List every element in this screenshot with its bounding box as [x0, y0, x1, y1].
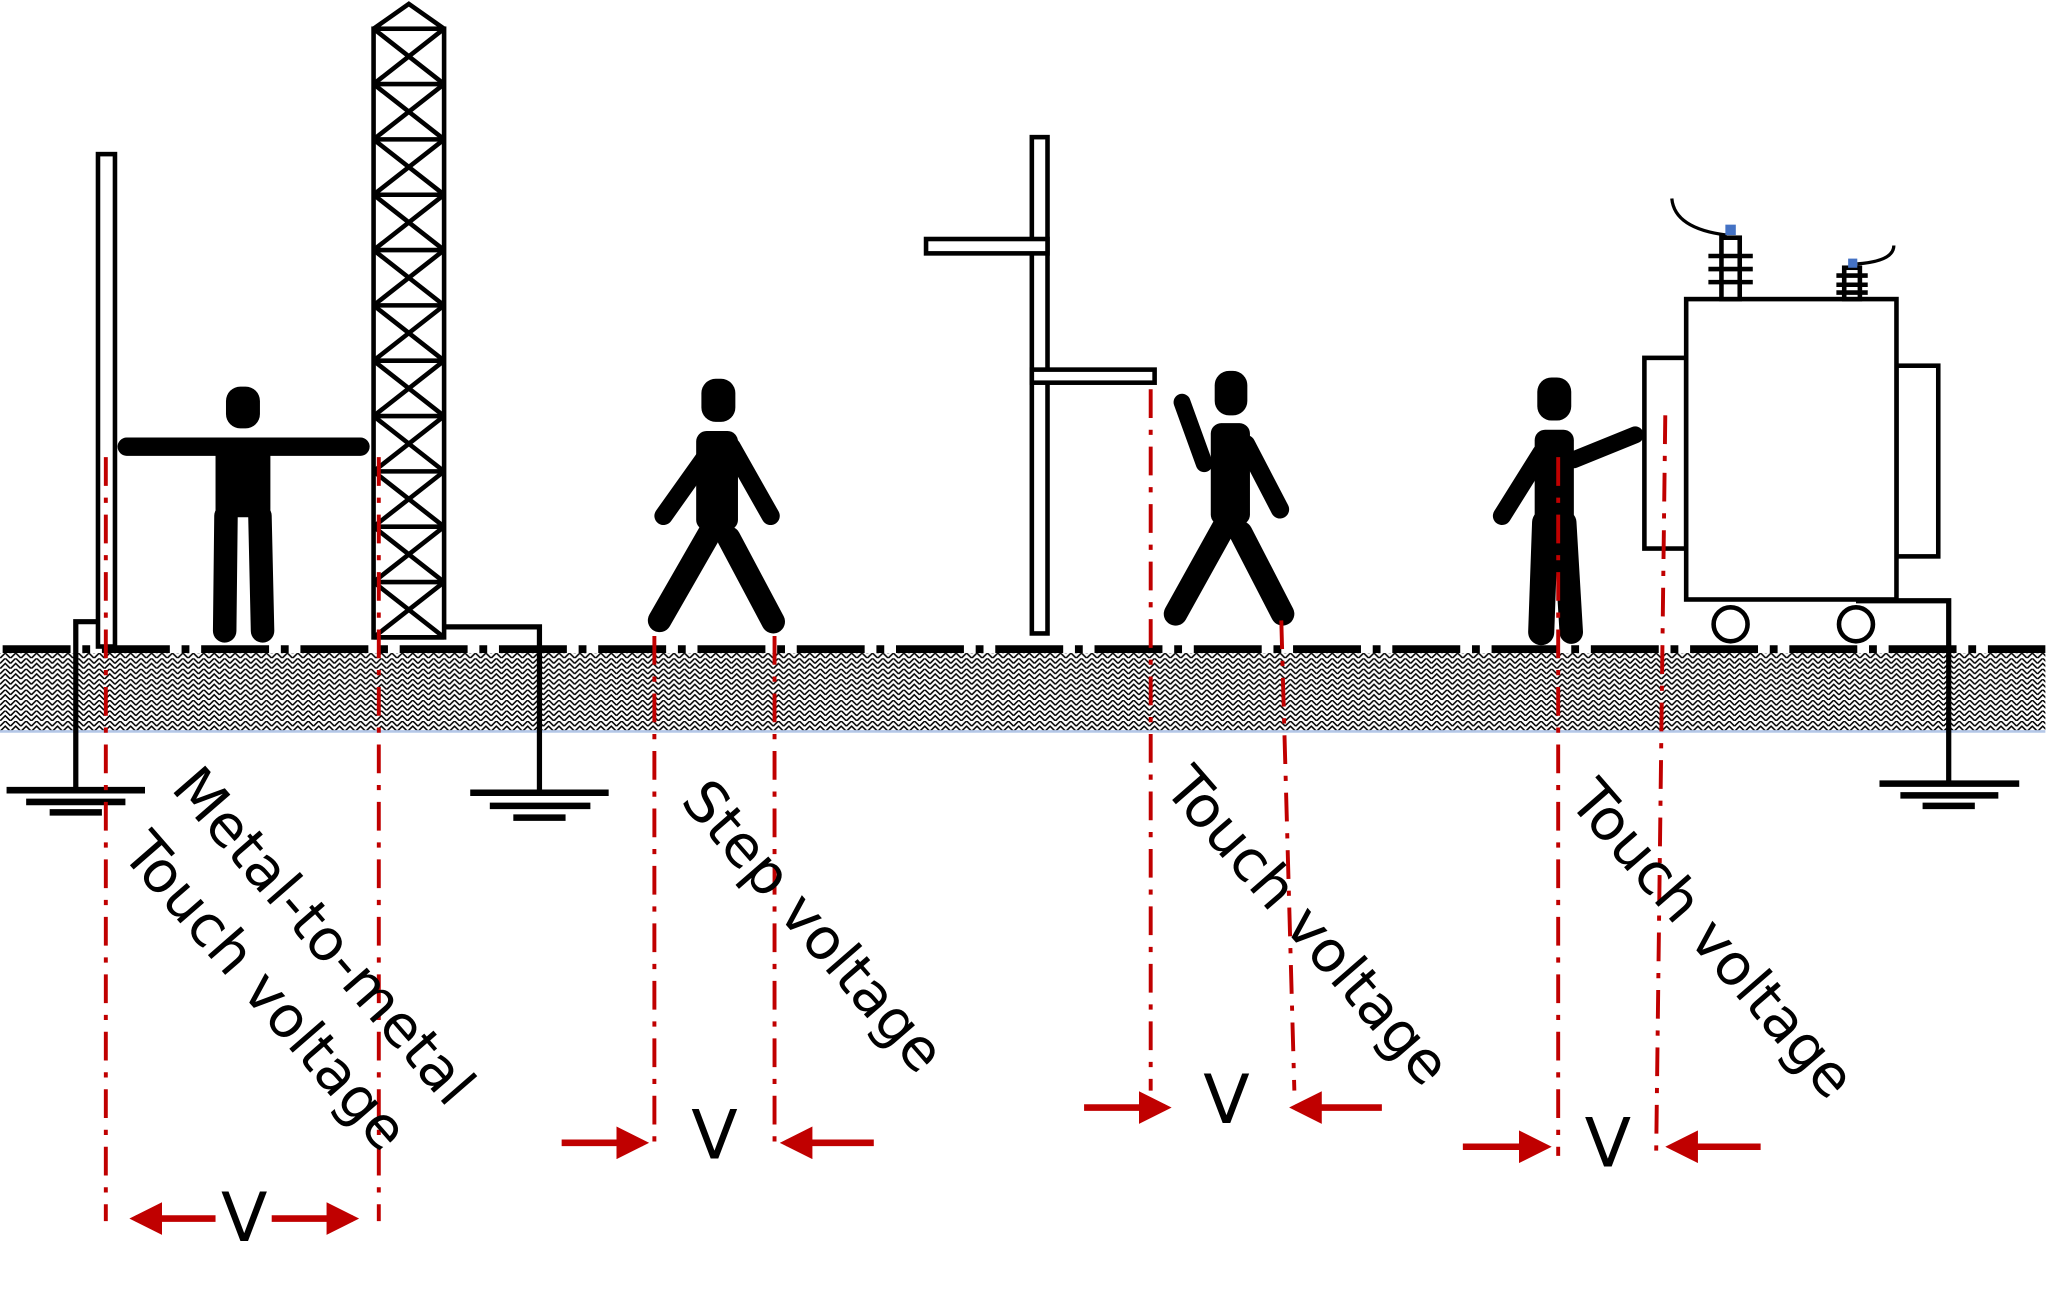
- distribution-pole: [923, 134, 1157, 636]
- ground-symbol-icon: [6, 786, 146, 816]
- tower-ground-wire: [444, 624, 543, 793]
- tower-lattice-member: [372, 524, 446, 584]
- tower-lattice-member: [372, 303, 446, 363]
- person-arms-outstretched-icon: [117, 386, 370, 643]
- tower-lattice-member: [372, 137, 446, 197]
- tower-lattice-member: [372, 82, 446, 142]
- tower-lattice-member: [372, 248, 446, 308]
- tower-lattice-member: [372, 192, 446, 252]
- lattice-tower: [371, 1, 447, 640]
- measurement-lines: [103, 389, 1668, 1222]
- person-walking-icon: [647, 378, 785, 634]
- voltage-label: V: [221, 1179, 267, 1258]
- touch-voltage-label-3: Touch voltage: [1556, 766, 1868, 1111]
- tower-lattice-member: [372, 358, 446, 418]
- ground-symbol-icon: [470, 789, 609, 821]
- tower-lattice-member: [372, 26, 446, 86]
- bushing-cap-icon: [1725, 224, 1736, 236]
- transformer: [1642, 198, 1941, 644]
- person-touching-pole-icon: [1163, 370, 1295, 626]
- soil-layer: [0, 653, 2046, 733]
- voltage-label: V: [1203, 1061, 1249, 1140]
- tower-lattice-member: [372, 414, 446, 474]
- touch-voltage-label-2: Touch voltage: [1151, 753, 1463, 1098]
- voltage-label: V: [691, 1096, 737, 1175]
- tower-lattice-member: [372, 580, 446, 640]
- voltage-label: V: [1585, 1104, 1631, 1183]
- voltage-arrows: [129, 1091, 1761, 1235]
- ground-symbol-icon: [1879, 780, 2020, 810]
- metal-pole-left: [73, 151, 118, 791]
- step-voltage-label: Step voltage: [669, 767, 958, 1085]
- tower-lattice-member: [372, 469, 446, 529]
- transformer-ground-wire: [1855, 598, 1952, 784]
- bushing-cap-icon: [1848, 258, 1858, 268]
- person-touching-transformer-icon: [1492, 377, 1644, 646]
